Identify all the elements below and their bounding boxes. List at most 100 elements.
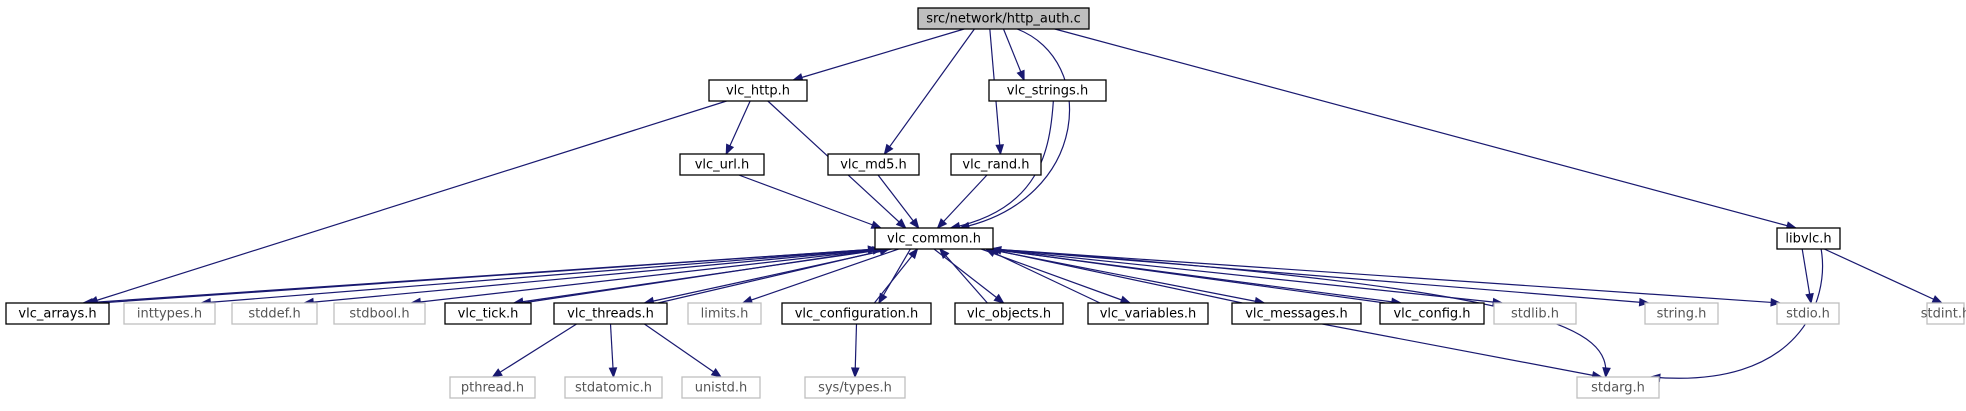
node-label: vlc_messages.h <box>1245 307 1348 322</box>
node-vlc-config[interactable]: vlc_config.h <box>1379 302 1485 325</box>
edge-arrowhead <box>491 368 503 378</box>
edge-line <box>1650 248 1824 379</box>
edge-vlc_common-to-vlc_tick <box>512 248 887 306</box>
edge-arrowhead <box>1805 292 1814 305</box>
edge-line <box>644 323 722 378</box>
node-box <box>449 376 536 399</box>
node-label: vlc_configuration.h <box>795 307 919 322</box>
node-box <box>681 376 761 399</box>
edge-arrowhead <box>870 220 883 229</box>
node-label: stdbool.h <box>349 307 409 322</box>
edge-arrowhead <box>936 218 948 229</box>
node-vlc-messages[interactable]: vlc_messages.h <box>1231 302 1362 325</box>
node-label: vlc_common.h <box>887 232 981 247</box>
node-vlc-arrays[interactable]: vlc_arrays.h <box>5 302 110 325</box>
node-vlc-http[interactable]: vlc_http.h <box>708 79 808 102</box>
node-stdlib: stdlib.h <box>1493 302 1577 325</box>
node-label: libvlc.h <box>1785 232 1831 247</box>
node-stdbool: stdbool.h <box>333 302 426 325</box>
edge-vlc_configuration-to-vlc_common <box>873 247 919 304</box>
node-label: vlc_config.h <box>1393 307 1470 322</box>
edge-root-to-vlc_strings <box>1002 28 1025 82</box>
edge-arrowhead <box>1638 297 1650 307</box>
node-label: vlc_variables.h <box>1100 307 1197 322</box>
node-vlc-variables[interactable]: vlc_variables.h <box>1087 302 1209 325</box>
edge-arrowhead <box>850 367 860 379</box>
edge-line <box>1322 323 1602 378</box>
node-vlc-objects[interactable]: vlc_objects.h <box>954 302 1064 325</box>
node-label: vlc_url.h <box>695 158 750 173</box>
edge-line <box>738 174 882 229</box>
node-box <box>333 302 426 325</box>
node-vlc-threads[interactable]: vlc_threads.h <box>553 302 668 325</box>
node-vlc-md5[interactable]: vlc_md5.h <box>827 153 920 176</box>
edge-line <box>725 100 751 155</box>
node-box <box>954 302 1064 325</box>
edge-vlc_common-to-stdio <box>991 248 1782 307</box>
edge-line <box>201 248 880 304</box>
node-vlc-common[interactable]: vlc_common.h <box>874 227 994 250</box>
node-box <box>231 302 318 325</box>
node-stdio: stdio.h <box>1776 302 1840 325</box>
edge-line <box>1054 28 1797 229</box>
node-label: vlc_http.h <box>726 84 790 99</box>
edge-vlc_threads-to-unistd <box>644 323 723 378</box>
edge-vlc_common-to-vlc_configuration <box>878 248 911 305</box>
edge-vlc_objects-to-vlc_common <box>939 247 988 304</box>
node-box <box>687 302 762 325</box>
node-inttypes: inttypes.h <box>123 302 216 325</box>
node-root[interactable]: src/network/http_auth.c <box>917 7 1090 30</box>
node-box <box>1379 302 1485 325</box>
edge-line <box>959 28 1071 229</box>
node-vlc-url[interactable]: vlc_url.h <box>679 153 765 176</box>
node-box <box>1231 302 1362 325</box>
edge-vlc_http-to-vlc_url <box>725 100 751 156</box>
node-label: src/network/http_auth.c <box>926 12 1081 27</box>
edge-arrowhead <box>1016 69 1025 82</box>
node-label: limits.h <box>701 307 749 322</box>
node-label: stdlib.h <box>1511 307 1559 322</box>
node-box <box>564 376 663 399</box>
node-box <box>1644 302 1719 325</box>
node-string: string.h <box>1644 302 1719 325</box>
node-label: unistd.h <box>695 381 748 396</box>
edge-arrowhead <box>1931 295 1944 304</box>
edge-arrowhead <box>990 245 1002 255</box>
node-label: vlc_threads.h <box>567 307 654 322</box>
edge-line <box>989 248 1243 304</box>
edge-line <box>1823 248 1943 304</box>
edge-line <box>88 100 727 304</box>
edge-line <box>991 248 1386 304</box>
node-vlc-tick[interactable]: vlc_tick.h <box>444 302 532 325</box>
edge-line <box>933 248 1004 304</box>
node-label: vlc_objects.h <box>967 307 1051 322</box>
node-box <box>1087 302 1209 325</box>
node-unistd: unistd.h <box>681 376 761 399</box>
edge-vlc_threads-to-pthread <box>491 323 577 378</box>
node-vlc-rand[interactable]: vlc_rand.h <box>950 153 1042 176</box>
node-box <box>988 79 1107 102</box>
edge-line <box>883 28 975 155</box>
edge-vlc_threads-to-stdatomic <box>608 323 618 379</box>
node-label: stdint.h <box>1921 307 1966 322</box>
node-box <box>827 153 920 176</box>
edge-libvlc-to-stdio <box>1801 248 1814 305</box>
node-label: string.h <box>1657 307 1707 322</box>
node-box <box>708 79 808 102</box>
node-libvlc[interactable]: libvlc.h <box>1776 227 1841 250</box>
edge-arrowhead <box>878 292 888 305</box>
edge-arrowhead <box>725 143 735 156</box>
edge-line <box>492 323 577 378</box>
node-box <box>1776 227 1841 250</box>
edge-line <box>877 174 920 229</box>
edge-root-to-vlc_md5 <box>883 28 975 156</box>
edge-arrowhead <box>608 367 618 379</box>
node-vlc-strings[interactable]: vlc_strings.h <box>988 79 1107 102</box>
node-label: stddef.h <box>248 307 300 322</box>
edge-vlc_common-to-inttypes <box>200 248 880 307</box>
node-box <box>1576 376 1660 399</box>
node-vlc-configuration[interactable]: vlc_configuration.h <box>781 302 932 325</box>
edge-arrowhead <box>908 247 919 260</box>
node-box <box>679 153 765 176</box>
edge-arrowhead <box>1602 367 1611 379</box>
